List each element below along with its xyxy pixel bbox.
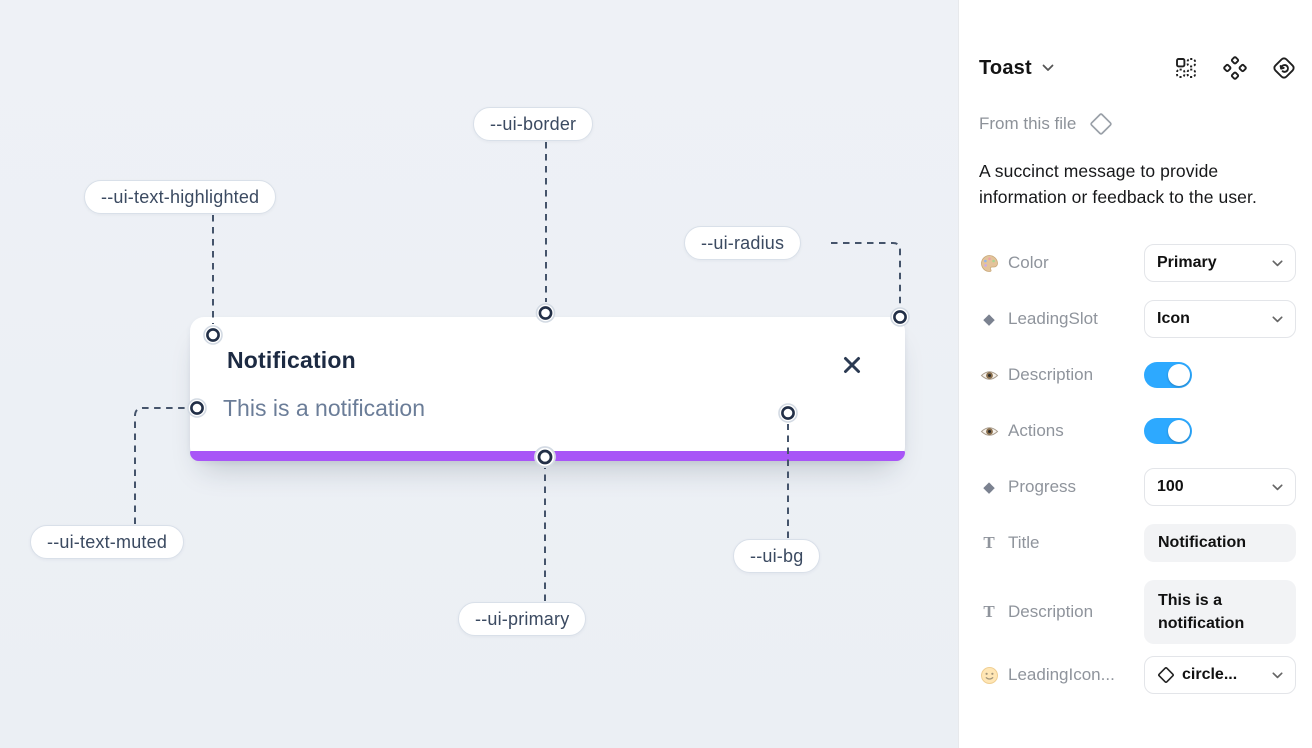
color-select-value: Primary: [1157, 254, 1217, 271]
chevron-down-icon: [1272, 671, 1283, 678]
chevron-down-icon: [1272, 315, 1283, 322]
var-label-ui-text-highlighted: --ui-text-highlighted: [84, 180, 277, 214]
component-name-dropdown[interactable]: Toast: [979, 57, 1054, 80]
property-label: Color: [1008, 253, 1049, 272]
leadingicon-select-value: circle...: [1182, 666, 1238, 683]
connector-ui-text-muted: [134, 407, 185, 524]
component-set-icon[interactable]: [1223, 56, 1247, 80]
property-row-description-toggle: Description: [979, 356, 1296, 394]
design-canvas: Notification This is a notification: [0, 0, 958, 748]
component-instance-icon[interactable]: [1272, 56, 1296, 80]
text-icon: T: [983, 533, 995, 552]
leadingslot-select-value: Icon: [1157, 310, 1190, 327]
actions-toggle[interactable]: [1144, 418, 1192, 444]
property-label: LeadingIcon...: [1008, 665, 1115, 684]
source-label: From this file: [979, 114, 1077, 133]
connector-ui-radius: [831, 242, 901, 305]
property-list: Color Primary ◆ LeadingSlot Icon: [979, 244, 1296, 694]
toggle-knob: [1168, 364, 1190, 386]
property-row-color: Color Primary: [979, 244, 1296, 282]
property-row-leadingicon: LeadingIcon... circle...: [979, 656, 1296, 694]
toggle-knob: [1168, 420, 1190, 442]
diamond-filled-icon: ◆: [983, 478, 995, 496]
property-label: LeadingSlot: [1008, 309, 1098, 328]
property-row-description-text: T Description This is a notification: [979, 580, 1296, 644]
var-label-ui-bg: --ui-bg: [733, 539, 821, 573]
progress-select[interactable]: 100: [1144, 468, 1296, 506]
toast-component[interactable]: Notification This is a notification: [190, 317, 905, 461]
toast-progress-bar: [190, 451, 905, 461]
insert-grid-icon[interactable]: [1174, 56, 1198, 80]
title-input[interactable]: Notification: [1144, 524, 1296, 562]
eye-icon: [979, 366, 999, 385]
property-row-actions-toggle: Actions: [979, 412, 1296, 450]
description-toggle[interactable]: [1144, 362, 1192, 388]
property-row-leadingslot: ◆ LeadingSlot Icon: [979, 300, 1296, 338]
progress-select-value: 100: [1157, 478, 1184, 495]
property-row-title: T Title Notification: [979, 524, 1296, 562]
property-label: Actions: [1008, 421, 1064, 440]
eye-icon: [979, 422, 999, 441]
diamond-filled-icon: ◆: [983, 310, 995, 328]
var-label-ui-primary: --ui-primary: [458, 602, 587, 636]
leadingslot-select[interactable]: Icon: [1144, 300, 1296, 338]
properties-panel: Toast: [958, 0, 1312, 748]
property-label: Progress: [1008, 477, 1077, 496]
chevron-down-icon: [1042, 64, 1054, 71]
description-input[interactable]: This is a notification: [1144, 580, 1296, 644]
text-icon: T: [983, 602, 995, 621]
var-label-ui-border: --ui-border: [473, 107, 594, 141]
property-row-progress: ◆ Progress 100: [979, 468, 1296, 506]
panel-title-text: Toast: [979, 56, 1032, 79]
diamond-outline-icon: [1158, 667, 1174, 683]
var-label-ui-text-muted: --ui-text-muted: [30, 525, 185, 559]
chevron-down-icon: [1272, 259, 1283, 266]
var-label-ui-radius: --ui-radius: [684, 226, 802, 260]
leadingicon-select[interactable]: circle...: [1144, 656, 1296, 694]
diamond-outline-icon: [1090, 113, 1112, 135]
component-description: A succinct message to provide informatio…: [979, 161, 1257, 207]
toast-title: Notification: [227, 347, 356, 373]
property-label: Description: [1008, 602, 1094, 621]
panel-header: Toast: [979, 56, 1296, 80]
palette-icon: [979, 254, 999, 273]
property-label: Title: [1008, 533, 1040, 552]
property-label: Description: [1008, 365, 1094, 384]
toast-description: This is a notification: [223, 395, 425, 421]
close-icon[interactable]: [841, 354, 863, 376]
smiley-icon: [979, 666, 999, 685]
chevron-down-icon: [1272, 483, 1283, 490]
color-select[interactable]: Primary: [1144, 244, 1296, 282]
source-row: From this file: [979, 111, 1296, 137]
